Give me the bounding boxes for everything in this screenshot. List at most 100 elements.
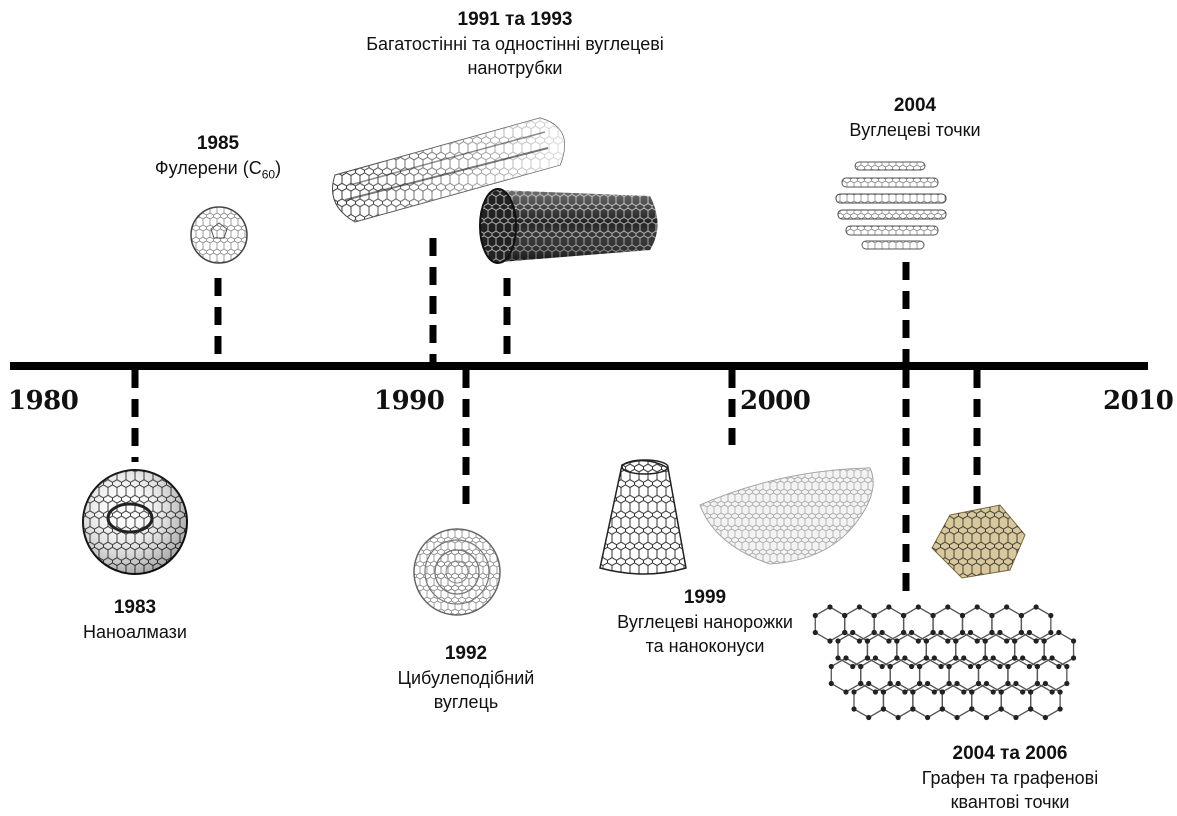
graphene-atom bbox=[968, 630, 973, 635]
graphene-atom bbox=[968, 664, 973, 669]
graphene-atom bbox=[1004, 604, 1009, 609]
graphene-atom bbox=[1004, 638, 1009, 643]
nanohorn-illustration bbox=[700, 468, 873, 564]
graphene-atom bbox=[969, 706, 974, 711]
caption-text: Наноалмази bbox=[45, 620, 225, 644]
graphene-atom bbox=[842, 630, 847, 635]
axis-label-2010: 2010 bbox=[1103, 386, 1173, 416]
caption-year: 1999 bbox=[580, 586, 830, 610]
graphene-atom bbox=[1005, 664, 1010, 669]
graphene-atom bbox=[976, 681, 981, 686]
graphene-atom bbox=[843, 655, 848, 660]
graphene-atom bbox=[1050, 689, 1055, 694]
graphene-atom bbox=[1028, 706, 1033, 711]
graphene-atom bbox=[953, 655, 958, 660]
graphene-atom bbox=[902, 689, 907, 694]
carbon-dots-illustration bbox=[836, 159, 946, 251]
graphene-atom bbox=[873, 655, 878, 660]
graphene-atom bbox=[873, 689, 878, 694]
graphene-atom bbox=[940, 689, 945, 694]
graphene-atom bbox=[880, 630, 885, 635]
caption-text: Вуглецеві точки bbox=[800, 118, 1030, 142]
graphene-atom bbox=[872, 613, 877, 618]
graphene-atom bbox=[1019, 613, 1024, 618]
caption-text: та наноконуси bbox=[580, 634, 830, 658]
graphene-atom bbox=[1064, 664, 1069, 669]
graphene-atom bbox=[881, 689, 886, 694]
graphene-atom bbox=[829, 681, 834, 686]
graphene-atom bbox=[901, 613, 906, 618]
graphene-atom bbox=[850, 664, 855, 669]
caption-text: Багатостінні та одностінні вуглецеві bbox=[300, 32, 730, 56]
graphene-atom bbox=[961, 689, 966, 694]
fullerene-formula: Фулерени (С bbox=[155, 158, 262, 178]
graphene-atom bbox=[865, 638, 870, 643]
graphene-atom bbox=[858, 681, 863, 686]
graphene-atom bbox=[1042, 638, 1047, 643]
caption-nanohorns: 1999 Вуглецеві нанорожки та наноконуси bbox=[580, 586, 830, 658]
graphene-atom bbox=[924, 638, 929, 643]
graphene-atom bbox=[901, 630, 906, 635]
graphene-atom bbox=[865, 655, 870, 660]
caption-year: 1985 bbox=[118, 132, 318, 156]
caption-text: Фулерени (С60) bbox=[118, 156, 318, 187]
graphene-atom bbox=[909, 630, 914, 635]
caption-year: 1992 bbox=[356, 642, 576, 666]
graphene-atom bbox=[983, 655, 988, 660]
graphene-atom bbox=[984, 681, 989, 686]
graphene-atom bbox=[1064, 681, 1069, 686]
graphene-atom bbox=[881, 706, 886, 711]
axis-label-1990: 1990 bbox=[374, 386, 444, 416]
graphene-atom bbox=[961, 655, 966, 660]
graphene-atom bbox=[1050, 655, 1055, 660]
graphene-atom bbox=[1048, 613, 1053, 618]
graphene-atom bbox=[857, 638, 862, 643]
graphene-atom bbox=[999, 706, 1004, 711]
graphene-atom bbox=[1042, 655, 1047, 660]
graphene-atom bbox=[917, 681, 922, 686]
graphene-atom bbox=[925, 681, 930, 686]
fullerene-illustration bbox=[191, 207, 247, 263]
graphene-atom bbox=[857, 604, 862, 609]
fullerene-formula-end: ) bbox=[275, 158, 281, 178]
graphene-atom bbox=[997, 630, 1002, 635]
graphene-atom bbox=[866, 681, 871, 686]
graphene-atom bbox=[1013, 681, 1018, 686]
carbon-onion-illustration bbox=[414, 529, 500, 615]
graphene-atom bbox=[1019, 630, 1024, 635]
graphene-atom bbox=[888, 681, 893, 686]
graphene-atom bbox=[1071, 655, 1076, 660]
caption-text: нанотрубки bbox=[300, 56, 730, 80]
graphene-atom bbox=[991, 689, 996, 694]
graphene-atom bbox=[835, 655, 840, 660]
graphene-atom bbox=[1035, 664, 1040, 669]
graphene-atom bbox=[984, 715, 989, 720]
graphene-atom bbox=[1012, 638, 1017, 643]
nanocone-illustration bbox=[600, 460, 686, 574]
caption-text: вуглець bbox=[356, 690, 576, 714]
graphene-atom bbox=[946, 681, 951, 686]
graphene-atom bbox=[866, 715, 871, 720]
axis-label-1980: 1980 bbox=[8, 386, 78, 416]
caption-year: 2004 bbox=[800, 94, 1030, 118]
graphene-atom bbox=[932, 655, 937, 660]
caption-year: 1991 та 1993 bbox=[300, 8, 730, 32]
graphene-atom bbox=[1013, 715, 1018, 720]
graphene-atom bbox=[1058, 689, 1063, 694]
graphene-atom bbox=[916, 604, 921, 609]
graphene-atom bbox=[924, 655, 929, 660]
graphene-atom bbox=[894, 638, 899, 643]
graphene-atom bbox=[835, 638, 840, 643]
graphene-atom bbox=[1027, 664, 1032, 669]
caption-nanotubes: 1991 та 1993 Багатостінні та одностінні … bbox=[300, 8, 730, 80]
caption-onion-carbon: 1992 Цибулеподібний вуглець bbox=[356, 642, 576, 714]
graphene-atom bbox=[989, 613, 994, 618]
graphene-atom bbox=[989, 630, 994, 635]
caption-nanodiamonds: 1983 Наноалмази bbox=[45, 596, 225, 644]
graphene-atom bbox=[1027, 630, 1032, 635]
caption-graphene: 2004 та 2006 Графен та графенові квантов… bbox=[880, 742, 1140, 814]
graphene-atom bbox=[1005, 681, 1010, 686]
graphene-atom bbox=[960, 630, 965, 635]
graphene-atom bbox=[842, 613, 847, 618]
